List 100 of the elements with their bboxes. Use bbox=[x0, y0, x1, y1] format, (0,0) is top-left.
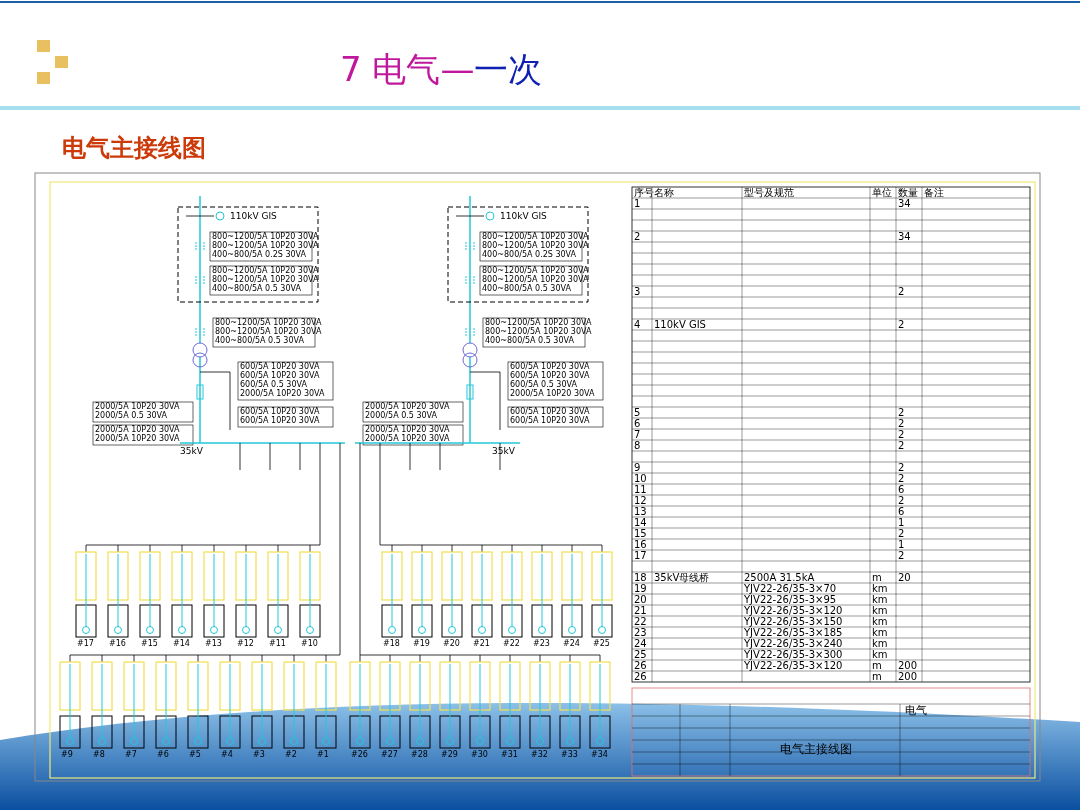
table-cell-text: 3 bbox=[634, 286, 641, 297]
table-cell-text: km bbox=[872, 627, 888, 638]
unit-number: #27 bbox=[381, 751, 398, 759]
table-cell-text: 26 bbox=[634, 671, 647, 682]
busbar-label: 110kV GIS bbox=[500, 212, 547, 221]
unit-number: #22 bbox=[503, 640, 520, 648]
unit-number: #13 bbox=[205, 640, 222, 648]
title-block-text: 电气 bbox=[905, 705, 927, 716]
table-cell-text: 1 bbox=[898, 539, 905, 550]
table-cell-text: 2 bbox=[898, 528, 905, 539]
table-cell-text: 2 bbox=[898, 550, 905, 561]
rating-text: 800~1200/5A 10P20 30VA bbox=[485, 328, 592, 336]
table-cell-text: 2 bbox=[898, 407, 905, 418]
table-cell-text: YJV22-26/35-3×240 bbox=[744, 638, 843, 649]
rating-text: 600/5A 10P20 30VA bbox=[240, 372, 320, 380]
unit-number: #15 bbox=[141, 640, 158, 648]
rating-text: 2000/5A 10P20 30VA bbox=[365, 403, 450, 411]
rating-text: 800~1200/5A 10P20 30VA bbox=[212, 276, 319, 284]
table-cell-text: 2 bbox=[898, 462, 905, 473]
table-cell-text: 23 bbox=[634, 627, 647, 638]
unit-number: #7 bbox=[125, 751, 137, 759]
table-cell-text: km bbox=[872, 594, 888, 605]
table-cell-text: 2 bbox=[898, 429, 905, 440]
table-cell-text: 1 bbox=[634, 198, 641, 209]
rating-text: 2000/5A 0.5 30VA bbox=[95, 412, 168, 420]
busbar-label: 35kV bbox=[492, 447, 515, 456]
unit-number: #3 bbox=[253, 751, 265, 759]
table-cell-text: 14 bbox=[634, 517, 647, 528]
rating-text: 800~1200/5A 10P20 30VA bbox=[212, 267, 319, 275]
table-cell-text: 110kV GIS bbox=[654, 319, 706, 330]
table-cell-text: 6 bbox=[634, 418, 641, 429]
rating-text: 800~1200/5A 10P20 30VA bbox=[215, 319, 322, 327]
busbar-label: 35kV bbox=[180, 447, 203, 456]
table-cell-text: 7 bbox=[634, 429, 641, 440]
unit-number: #25 bbox=[593, 640, 610, 648]
rating-text: 400~800/5A 0.5 30VA bbox=[215, 337, 304, 345]
table-cell-text: 2 bbox=[898, 473, 905, 484]
table-cell-text: 6 bbox=[898, 484, 905, 495]
table-cell-text: YJV22-26/35-3×300 bbox=[744, 649, 843, 660]
table-cell-text: km bbox=[872, 583, 888, 594]
rating-text: 800~1200/5A 10P20 30VA bbox=[212, 242, 319, 250]
unit-number: #28 bbox=[411, 751, 428, 759]
unit-number: #1 bbox=[317, 751, 329, 759]
table-cell-text: 200 bbox=[898, 671, 918, 682]
rating-text: 600/5A 10P20 30VA bbox=[240, 363, 320, 371]
table-cell-text: 19 bbox=[634, 583, 647, 594]
table-cell-text: 20 bbox=[634, 594, 647, 605]
unit-number: #24 bbox=[563, 640, 580, 648]
table-cell-text: km bbox=[872, 616, 888, 627]
rating-text: 600/5A 10P20 30VA bbox=[240, 408, 320, 416]
unit-number: #23 bbox=[533, 640, 550, 648]
table-cell-text: 2 bbox=[898, 286, 905, 297]
table-cell-text: 11 bbox=[634, 484, 647, 495]
table-cell-text: m bbox=[872, 660, 882, 671]
rating-text: 2000/5A 0.5 30VA bbox=[365, 412, 438, 420]
unit-number: #12 bbox=[237, 640, 254, 648]
table-cell-text: 12 bbox=[634, 495, 647, 506]
unit-number: #26 bbox=[351, 751, 368, 759]
rating-text: 2000/5A 10P20 30VA bbox=[95, 403, 180, 411]
rating-text: 2000/5A 10P20 30VA bbox=[95, 435, 180, 443]
table-cell-text: 序号 bbox=[634, 187, 654, 198]
rating-text: 600/5A 10P20 30VA bbox=[510, 363, 590, 371]
table-cell-text: 15 bbox=[634, 528, 647, 539]
rating-text: 600/5A 0.5 30VA bbox=[240, 381, 307, 389]
table-cell-text: 9 bbox=[634, 462, 641, 473]
title-block-text: 电气主接线图 bbox=[780, 743, 852, 755]
unit-number: #5 bbox=[189, 751, 201, 759]
rating-text: 600/5A 10P20 30VA bbox=[510, 417, 590, 425]
table-cell-text: 21 bbox=[634, 605, 647, 616]
unit-number: #14 bbox=[173, 640, 190, 648]
table-cell-text: YJV22-26/35-3×185 bbox=[744, 627, 843, 638]
unit-number: #2 bbox=[285, 751, 297, 759]
table-cell-text: 13 bbox=[634, 506, 647, 517]
rating-text: 600/5A 10P20 30VA bbox=[510, 372, 590, 380]
unit-number: #18 bbox=[383, 640, 400, 648]
rating-text: 600/5A 10P20 30VA bbox=[510, 408, 590, 416]
table-cell-text: km bbox=[872, 605, 888, 616]
table-cell-text: 8 bbox=[634, 440, 641, 451]
table-cell-text: 2 bbox=[898, 440, 905, 451]
table-cell-text: 35kV母线桥 bbox=[654, 572, 710, 583]
table-cell-text: 34 bbox=[898, 231, 911, 242]
table-cell-text: 26 bbox=[634, 660, 647, 671]
unit-number: #19 bbox=[413, 640, 430, 648]
table-cell-text: 22 bbox=[634, 616, 647, 627]
unit-number: #17 bbox=[77, 640, 94, 648]
unit-number: #31 bbox=[501, 751, 518, 759]
table-cell-text: 34 bbox=[898, 198, 911, 209]
table-cell-text: 2 bbox=[634, 231, 641, 242]
slide-title: 7 电气—一次 bbox=[340, 52, 543, 86]
rating-text: 2000/5A 10P20 30VA bbox=[95, 426, 180, 434]
rating-text: 800~1200/5A 10P20 30VA bbox=[215, 328, 322, 336]
table-cell-text: 单位 bbox=[872, 187, 892, 198]
section-heading: 电气主接线图 bbox=[62, 136, 206, 160]
unit-number: #32 bbox=[531, 751, 548, 759]
unit-number: #8 bbox=[93, 751, 105, 759]
table-cell-text: 17 bbox=[634, 550, 647, 561]
table-cell-text: m bbox=[872, 572, 882, 583]
rating-text: 400~800/5A 0.5 30VA bbox=[485, 337, 574, 345]
table-cell-text: 数量 bbox=[898, 187, 918, 198]
table-cell-text: 5 bbox=[634, 407, 641, 418]
